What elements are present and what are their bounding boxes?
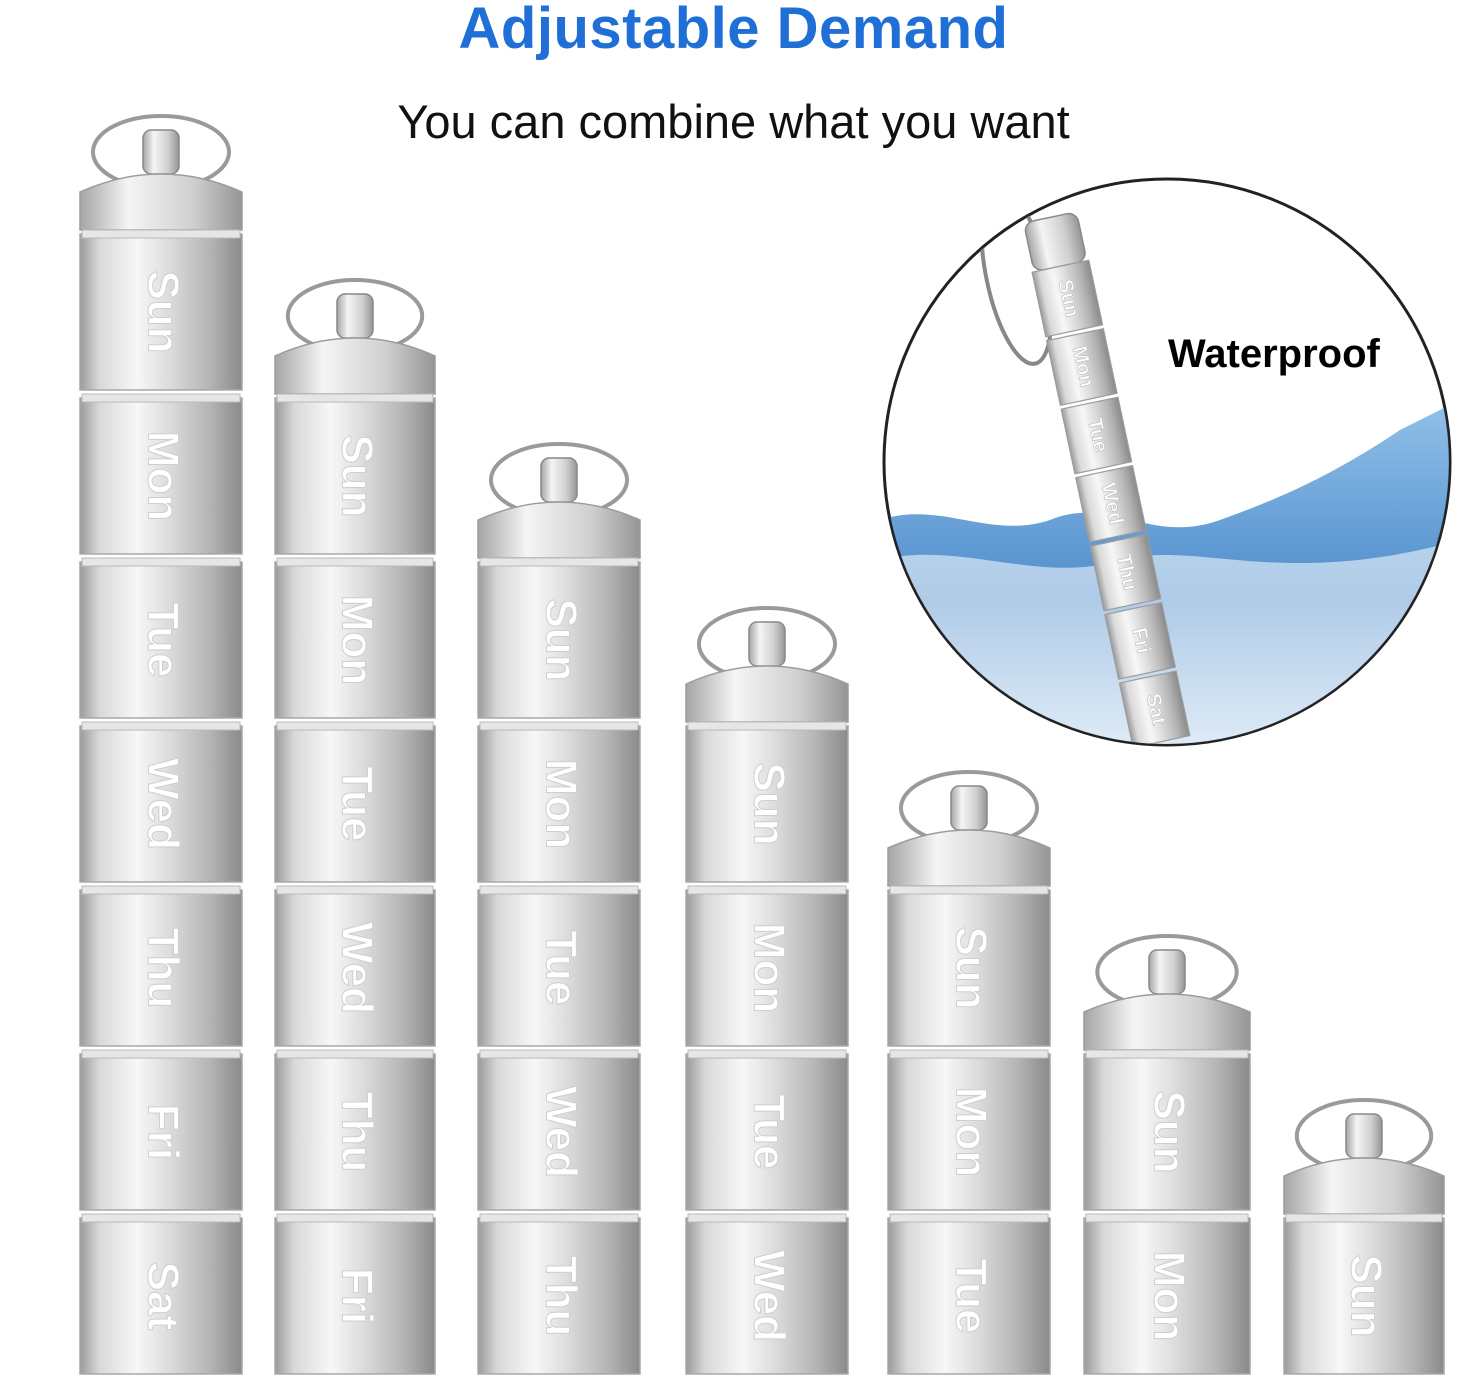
day-label: Mon bbox=[139, 431, 188, 521]
pill-compartment: Thu bbox=[79, 885, 243, 1047]
pill-compartment: Wed bbox=[79, 721, 243, 883]
pill-compartment: Fri bbox=[274, 1213, 436, 1375]
pill-compartment: Mon bbox=[274, 557, 436, 719]
cap-stud bbox=[1345, 1113, 1383, 1159]
pill-compartment: Sat bbox=[79, 1213, 243, 1375]
day-label: Thu bbox=[139, 928, 188, 1009]
pill-compartment: Mon bbox=[477, 721, 641, 883]
waterproof-label: Waterproof bbox=[1168, 332, 1380, 376]
pill-compartment: Sun bbox=[79, 229, 243, 391]
case-cap bbox=[79, 173, 243, 231]
inset-compartment: Tue bbox=[1060, 396, 1133, 475]
day-label: Mon bbox=[745, 923, 794, 1013]
cap-stud bbox=[540, 457, 578, 503]
pill-compartment: Wed bbox=[274, 885, 436, 1047]
pill-cases-group: SunMonTueWedThuFriSatSunMonTueWedThuFriS… bbox=[79, 114, 1445, 1375]
page-title: Adjustable Demand bbox=[458, 0, 1009, 61]
pill-compartment: Sun bbox=[477, 557, 641, 719]
day-label: Wed bbox=[745, 1250, 794, 1342]
case-cap bbox=[1283, 1157, 1445, 1215]
day-label: Sun bbox=[1342, 1254, 1391, 1337]
case-cap bbox=[274, 337, 436, 395]
pill-compartment: Mon bbox=[685, 885, 849, 1047]
day-label: Fri bbox=[333, 1268, 382, 1324]
pill-compartment: Wed bbox=[477, 1049, 641, 1211]
pill-compartment: Fri bbox=[79, 1049, 243, 1211]
pill-compartment: Sun bbox=[685, 721, 849, 883]
pill-compartment: Thu bbox=[274, 1049, 436, 1211]
inset-compartment: Sun bbox=[1031, 259, 1104, 338]
pill-compartment: Sun bbox=[274, 393, 436, 555]
inset-compartment: Thu bbox=[1089, 533, 1162, 612]
pill-compartment: Tue bbox=[274, 721, 436, 883]
day-label: Tue bbox=[947, 1259, 996, 1334]
pill-compartment: Sun bbox=[887, 885, 1051, 1047]
pill-compartment: Sun bbox=[1283, 1213, 1445, 1375]
day-label: Mon bbox=[947, 1087, 996, 1177]
pill-compartment: Mon bbox=[887, 1049, 1051, 1211]
day-label: Tue bbox=[139, 603, 188, 678]
cap-stud bbox=[950, 785, 988, 831]
case-cap bbox=[1083, 993, 1251, 1051]
pill-compartment: Tue bbox=[79, 557, 243, 719]
case-cap bbox=[477, 501, 641, 559]
cap-stud bbox=[1148, 949, 1186, 995]
day-label: Thu bbox=[537, 1256, 586, 1337]
day-label: Mon bbox=[537, 759, 586, 849]
case-cap bbox=[887, 829, 1051, 887]
pill-compartment: Tue bbox=[685, 1049, 849, 1211]
cap-stud bbox=[748, 621, 786, 667]
inset-compartment: Wed bbox=[1075, 464, 1147, 543]
day-label: Wed bbox=[537, 1086, 586, 1178]
inset-compartment: Sat bbox=[1118, 670, 1191, 744]
pill-compartment: Mon bbox=[1083, 1213, 1251, 1375]
page-subtitle: You can combine what you want bbox=[397, 95, 1070, 148]
pill-compartment: Mon bbox=[79, 393, 243, 555]
day-label: Thu bbox=[333, 1092, 382, 1173]
pill-compartment: Sun bbox=[1083, 1049, 1251, 1211]
day-label: Sun bbox=[333, 434, 382, 517]
day-label: Fri bbox=[139, 1104, 188, 1160]
day-label: Mon bbox=[333, 595, 382, 685]
day-label: Sun bbox=[745, 762, 794, 845]
day-label: Wed bbox=[139, 758, 188, 850]
day-label: Sat bbox=[139, 1262, 188, 1331]
day-label: Mon bbox=[1145, 1251, 1194, 1341]
cap-stud bbox=[142, 129, 180, 175]
pill-compartment: Wed bbox=[685, 1213, 849, 1375]
pill-case: Sun bbox=[1283, 1098, 1445, 1375]
inset-compartment: Mon bbox=[1045, 327, 1118, 407]
pill-compartment: Tue bbox=[887, 1213, 1051, 1375]
day-label: Sun bbox=[537, 598, 586, 681]
day-label: Tue bbox=[537, 931, 586, 1006]
day-label: Sun bbox=[139, 270, 188, 353]
cap-stud bbox=[336, 293, 374, 339]
case-cap bbox=[685, 665, 849, 723]
pill-compartment: Tue bbox=[477, 885, 641, 1047]
inset-compartment: Fri bbox=[1104, 601, 1177, 680]
day-label: Tue bbox=[333, 767, 382, 842]
day-label: Tue bbox=[745, 1095, 794, 1170]
pill-compartment: Thu bbox=[477, 1213, 641, 1375]
day-label: Sun bbox=[1145, 1090, 1194, 1173]
day-label: Sun bbox=[947, 926, 996, 1009]
day-label: Wed bbox=[333, 922, 382, 1014]
